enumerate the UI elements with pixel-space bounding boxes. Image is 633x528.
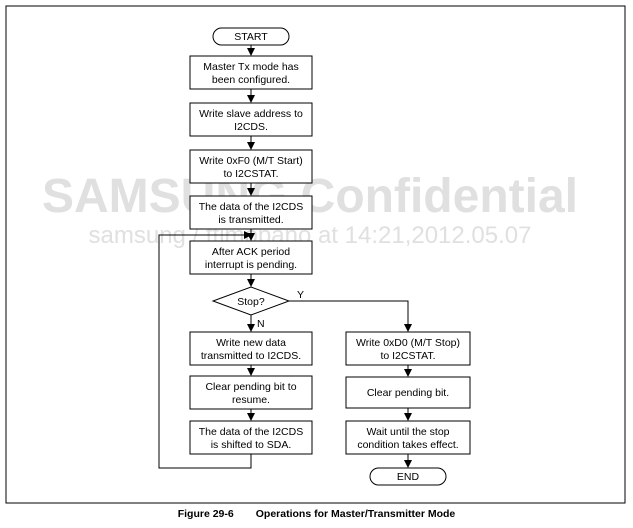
step-data-transmitted: The data of the I2CDS is transmitted. xyxy=(189,195,313,230)
step-write-stop: Write 0xD0 (M/T Stop) to I2CSTAT. xyxy=(345,331,471,366)
left-3-line-1: The data of the I2CDS xyxy=(199,426,303,438)
no-label: N xyxy=(257,318,265,330)
step-write-start: Write 0xF0 (M/T Start) to I2CSTAT. xyxy=(189,149,313,184)
figure-number: Figure 29-6 xyxy=(177,508,234,520)
step-5-line-2: interrupt is pending. xyxy=(205,259,297,271)
start-label: START xyxy=(234,31,268,43)
figure-caption: Figure 29-6 Operations for Master/Transmi… xyxy=(0,508,633,520)
step-wait-stop-condition: Wait until the stop condition takes effe… xyxy=(345,420,471,455)
decision-stop: Stop? xyxy=(211,286,291,316)
arrow-decision-yes xyxy=(289,300,412,332)
left-3-line-2: is shifted to SDA. xyxy=(211,439,292,451)
step-clear-pending-resume: Clear pending bit to resume. xyxy=(189,375,313,410)
left-2-line-2: resume. xyxy=(232,394,270,406)
figure-title: Operations for Master/Transmitter Mode xyxy=(255,508,456,520)
step-4-line-2: is transmitted. xyxy=(218,214,283,226)
connectors xyxy=(158,45,412,469)
step-4-line-1: The data of the I2CDS xyxy=(199,201,303,213)
yes-label: Y xyxy=(297,289,304,301)
right-1-line-2: to I2CSTAT. xyxy=(380,350,435,362)
step-clear-pending: Clear pending bit. xyxy=(345,376,471,409)
loop-back-line xyxy=(158,234,252,469)
end-label: END xyxy=(397,471,420,483)
left-2-line-1: Clear pending bit to xyxy=(205,381,296,393)
right-1-line-1: Write 0xD0 (M/T Stop) xyxy=(356,337,460,349)
step-2-line-1: Write slave address to xyxy=(199,108,303,120)
step-3-line-2: to I2CSTAT. xyxy=(223,168,278,180)
step-data-shifted-sda: The data of the I2CDS is shifted to SDA. xyxy=(189,420,313,455)
left-1-line-1: Write new data xyxy=(216,337,286,349)
step-2-line-2: I2CDS. xyxy=(234,121,268,133)
step-1-line-2: been configured. xyxy=(212,74,290,86)
step-1-line-1: Master Tx mode has xyxy=(203,61,299,73)
right-3-line-2: condition takes effect. xyxy=(357,439,458,451)
step-write-new-data: Write new data transmitted to I2CDS. xyxy=(189,331,313,366)
figure-frame xyxy=(5,5,626,504)
step-5-line-1: After ACK period xyxy=(212,246,290,258)
decision-label: Stop? xyxy=(237,296,265,308)
step-master-tx-configured: Master Tx mode has been configured. xyxy=(189,55,313,90)
step-ack-interrupt-pending: After ACK period interrupt is pending. xyxy=(189,240,313,275)
right-2-label: Clear pending bit. xyxy=(367,387,449,399)
right-3-line-1: Wait until the stop xyxy=(366,426,449,438)
step-write-slave-address: Write slave address to I2CDS. xyxy=(189,102,313,137)
start-terminal: START xyxy=(212,27,290,46)
end-terminal: END xyxy=(369,467,447,486)
left-1-line-2: transmitted to I2CDS. xyxy=(201,350,301,362)
step-3-line-1: Write 0xF0 (M/T Start) xyxy=(199,155,302,167)
